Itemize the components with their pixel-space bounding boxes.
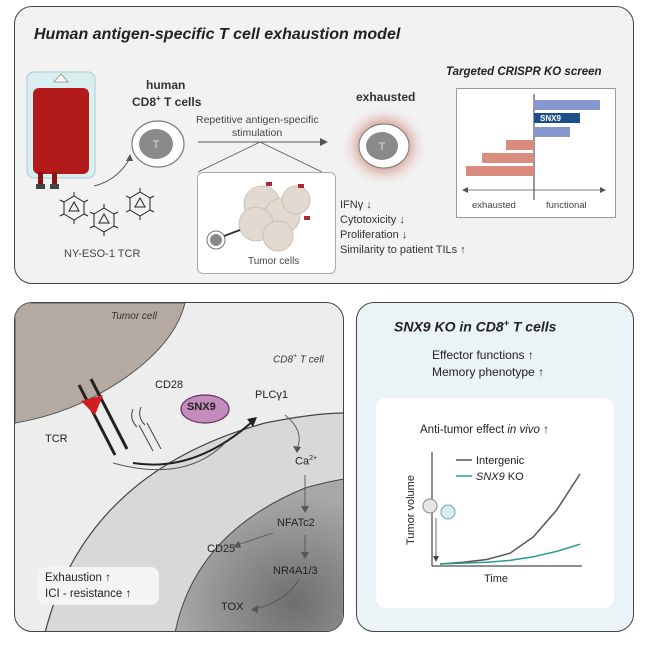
bar-functional-1 (534, 100, 600, 110)
nucleus-shape (174, 478, 343, 631)
bar-functional-3 (534, 127, 570, 137)
y-axis-label: Tumor volume (405, 475, 417, 545)
bar-exhausted-1 (506, 140, 534, 150)
effect-text: IFNγ (340, 199, 364, 211)
snx9-bar-label: SNX9 (540, 114, 561, 123)
title-text: SNX9 KO in CD8 (394, 318, 504, 335)
cd28-label: CD28 (155, 379, 184, 391)
series-line-snx9-ko (439, 543, 581, 565)
up-arrow-icon: ↑ (543, 424, 549, 436)
t-letter: T (153, 139, 160, 151)
effect-ifng: IFNγ ↓ (340, 198, 466, 213)
bar-exhausted-2 (482, 153, 534, 163)
up-arrow-icon: ↑ (125, 588, 132, 600)
down-arrow-icon: ↓ (366, 199, 372, 211)
effect-similarity: Similarity to patient TILs ↑ (340, 243, 466, 258)
tcells-text: T cells (160, 95, 202, 109)
lentivirus-icons (59, 188, 155, 236)
cd8-sup: + (156, 94, 161, 103)
plc-label: PLCγ1 (255, 389, 289, 401)
title-suffix: T cells (508, 318, 557, 335)
cd8-t-cells-label: CD8+ T cells (132, 94, 201, 109)
in-vivo-text: in vivo (507, 424, 540, 436)
exhausted-label: exhausted (356, 90, 416, 104)
naive-t-cell: T (131, 120, 185, 168)
legend-snx9ko: SNX9 KO (476, 471, 524, 483)
bar-snx9 (534, 113, 580, 123)
human-label: human (146, 78, 186, 92)
ca-text: Ca (295, 455, 310, 468)
antitumor-line: Anti-tumor effect in vivo ↑ (420, 424, 549, 436)
effect-text: Proliferation (340, 229, 399, 241)
effect-text: Similarity to patient TILs (340, 244, 458, 256)
top-panel-title: Human antigen-specific T cell exhaustion… (34, 26, 401, 43)
tcr-label-bottom: TCR (45, 433, 68, 445)
screen-axis-exhausted: exhausted (472, 200, 516, 211)
tox-label: TOX (221, 601, 244, 613)
exhausted-t-cell: T (340, 105, 428, 187)
cd8-text: CD8 (132, 95, 157, 109)
effector-text: Effector functions (432, 348, 525, 362)
up-arrow-icon: ↑ (105, 572, 111, 584)
snx9-oval (180, 394, 230, 424)
bar-exhausted-3 (466, 166, 534, 176)
nr4a-label: NR4A1/3 (273, 565, 318, 577)
ca-sup: 2+ (309, 455, 318, 462)
memory-line: Memory phenotype ↑ (432, 365, 544, 379)
snx9-ko-title: SNX9 KO in CD8+ T cells (394, 318, 556, 335)
tumor-cell-label: Tumor cell (111, 311, 157, 322)
effector-line: Effector functions ↑ (432, 348, 534, 362)
ici-line: ICI - resistance ↑ (45, 586, 151, 602)
antigen-triangle (81, 395, 103, 415)
down-arrow-icon: ↓ (399, 214, 405, 226)
up-arrow-icon: ↑ (538, 365, 545, 379)
title-sup: + (503, 318, 509, 328)
tumor-cell-shape (15, 303, 186, 424)
tumor-cells-label: Tumor cells (248, 256, 300, 267)
blood-bag-icon (26, 71, 96, 189)
in-vivo-box (376, 398, 614, 608)
injected-cell-2 (440, 504, 456, 520)
up-arrow-icon: ↑ (527, 348, 534, 362)
series-line-intergenic (439, 473, 581, 565)
legend-ko-text: KO (505, 471, 524, 483)
bottom-left-panel: Tumor cell CD8+ T cell CD28 SNX9 PLCγ1 T… (14, 302, 344, 632)
tumor-cluster-illustration (206, 182, 311, 252)
screen-axis-functional: functional (546, 200, 587, 211)
effect-proliferation: Proliferation ↓ (340, 228, 466, 243)
tumor-volume-chart: Tumor volume Time Intergenic SNX9 KO (405, 452, 582, 585)
stimulation-line2: stimulation (232, 127, 283, 139)
cd8-cell-label: CD8+ T cell (273, 353, 324, 365)
nfat-label: NFATc2 (277, 517, 315, 529)
stimulation-arrow (197, 138, 328, 173)
snx9-label: SNX9 (187, 401, 216, 413)
antitumor-text: Anti-tumor effect (420, 424, 508, 436)
exhaustion-line: Exhaustion ↑ (45, 570, 151, 586)
ca-label: Ca2+ (295, 455, 317, 468)
legend-intergenic: Intergenic (476, 455, 525, 467)
down-arrow-icon: ↓ (401, 229, 408, 241)
cd8-cell-sup: + (293, 353, 298, 360)
memory-text: Memory phenotype (432, 365, 535, 379)
cd8-cell-text: CD8 (273, 354, 294, 366)
bag-to-cell-arrow (93, 154, 133, 187)
tcr-label: NY-ESO-1 TCR (64, 248, 141, 260)
effects-list: IFNγ ↓ Cytotoxicity ↓ Proliferation ↓ Si… (340, 198, 466, 258)
up-arrow-icon: ↑ (460, 244, 466, 256)
injected-cell-1 (422, 498, 438, 514)
legend-snx9-text: SNX9 (476, 471, 505, 483)
effect-cytotoxicity: Cytotoxicity ↓ (340, 213, 466, 228)
exhaustion-legend-box: Exhaustion ↑ ICI - resistance ↑ (37, 567, 159, 605)
exhaustion-text: Exhaustion (45, 572, 102, 584)
cd8-cell-suffix: T cell (297, 354, 324, 366)
screen-title: Targeted CRISPR KO screen (446, 66, 602, 78)
cd25-label: CD25 (207, 543, 236, 555)
effect-text: Cytotoxicity (340, 214, 397, 226)
ici-text: ICI - resistance (45, 588, 123, 600)
screen-bars: SNX9 (462, 94, 606, 200)
stimulation-line1: Repetitive antigen-specific (196, 114, 319, 126)
x-axis-label: Time (484, 573, 508, 585)
exhausted-t-letter: T (379, 141, 386, 153)
